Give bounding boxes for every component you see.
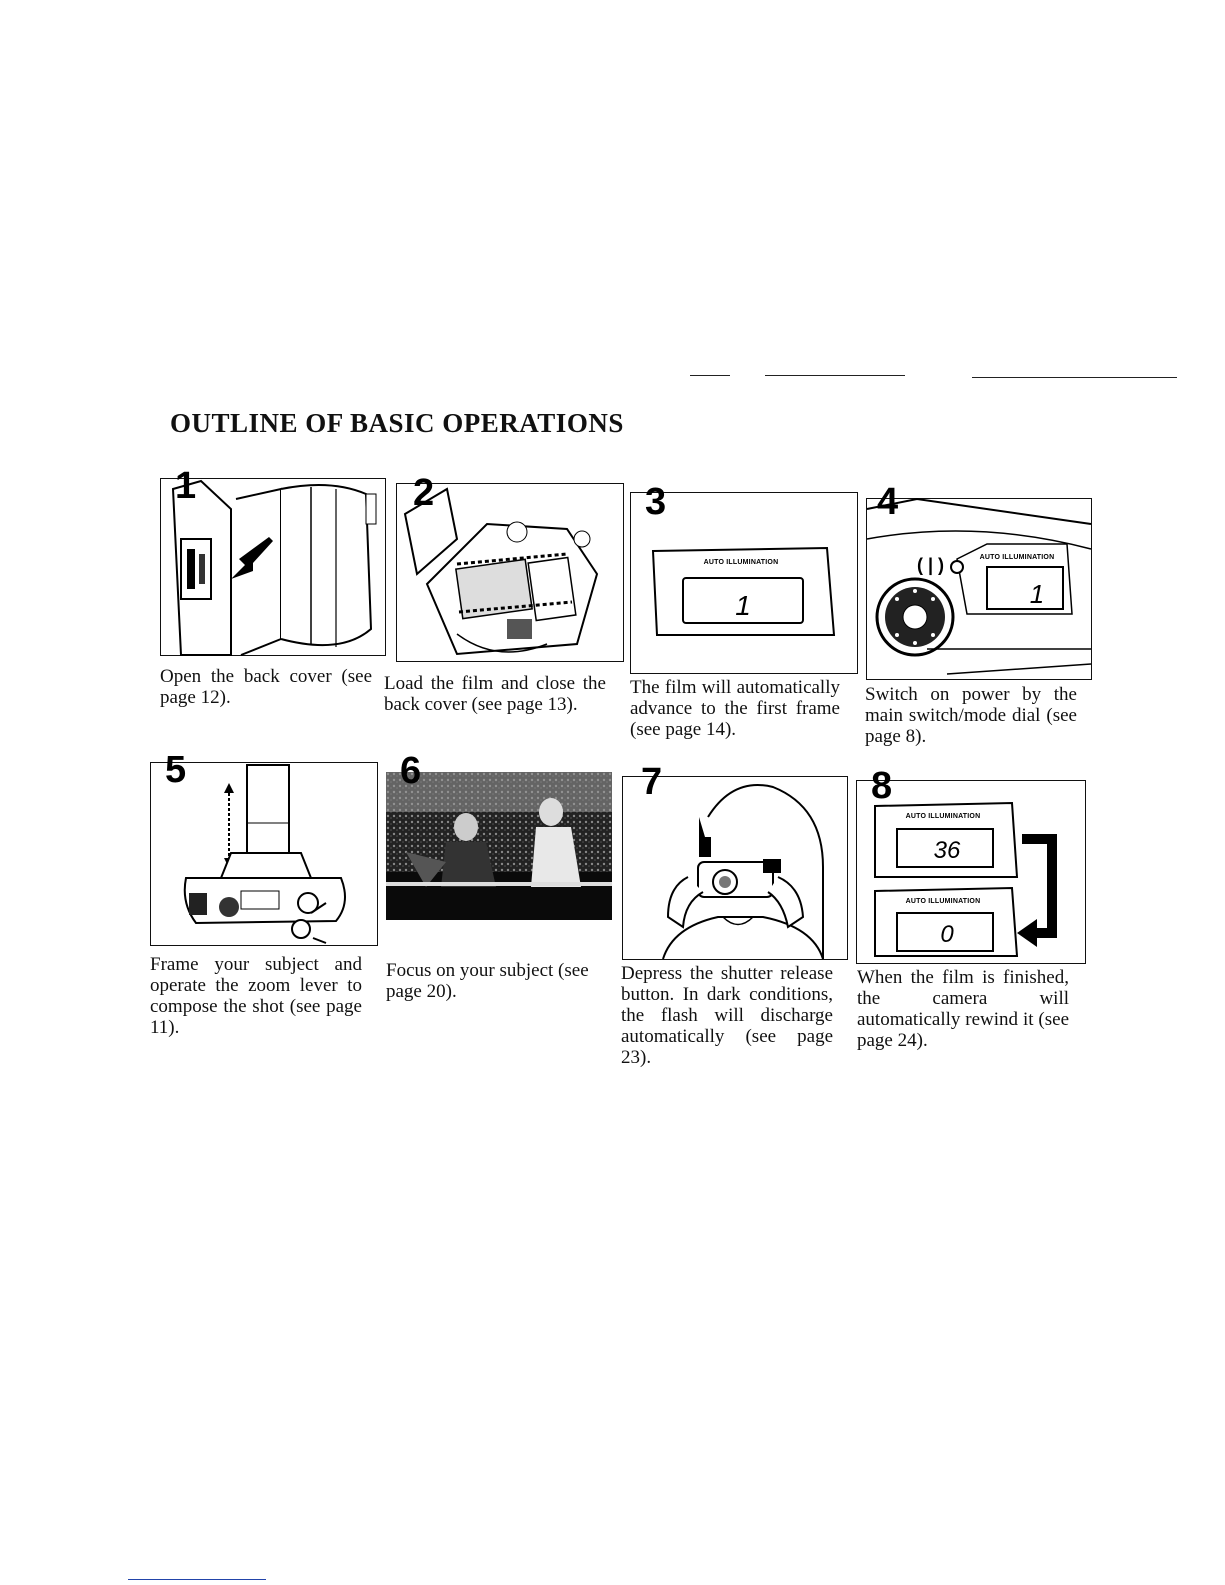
step-3-caption: The film will automatically advance to t… [630,677,840,740]
mode-dial-drawing: AUTO ILLUMINATION 1 ( | ) [867,499,1091,679]
subject-photo [386,772,612,920]
step-7-caption: Depress the shutter release button. In d… [621,963,833,1068]
press-arrow-icon [699,817,711,857]
frame-counter-top: 36 [934,837,961,864]
svg-text:( | ): ( | ) [917,555,944,575]
step-5-illustration: 5 [150,762,378,946]
step-1-illustration: 1 [160,478,386,656]
step-8-number: 8 [871,767,892,805]
step-1-caption: Open the back cover (see page 12). [160,666,372,708]
bottom-link-underline [128,1579,266,1580]
step-4-caption: Switch on power by the main switch/mode … [865,684,1077,747]
lcd-banner-text: AUTO ILLUMINATION [906,898,981,905]
step-1-number: 1 [175,467,196,505]
step-2-illustration: 2 [396,483,624,662]
arrow-icon [231,537,273,579]
frame-counter-text: 1 [735,590,751,621]
page-title: OUTLINE OF BASIC OPERATIONS [170,408,624,439]
step-6-number: 6 [400,752,421,790]
frame-counter-bottom: 0 [940,921,954,948]
step-2-number: 2 [413,474,434,512]
step-3-illustration: AUTO ILLUMINATION 1 3 [630,492,858,674]
header-rule-3 [972,377,1177,378]
step-4-number: 4 [877,483,898,521]
photographer-drawing [623,777,847,959]
step-6-photo: 6 [386,772,612,920]
step-8-caption: When the film is finished, the camera wi… [857,967,1069,1051]
lcd-banner-text: AUTO ILLUMINATION [704,559,779,566]
step-4-illustration: AUTO ILLUMINATION 1 ( | ) 4 [866,498,1092,680]
rewind-arrow-icon [1022,839,1052,933]
step-5-number: 5 [165,751,186,789]
header-rule-1 [690,375,730,376]
step-6-caption: Focus on your subject (see page 20). [386,960,601,1002]
step-7-illustration: 7 [622,776,848,960]
step-3-number: 3 [645,483,666,521]
step-2-caption: Load the film and close the back cover (… [384,673,606,715]
rewind-lcd-drawing: AUTO ILLUMINATION 36 AUTO ILLUMINATION 0 [857,781,1085,963]
lcd-banner-text: AUTO ILLUMINATION [906,813,981,820]
header-rule-2 [765,375,905,376]
step-7-number: 7 [641,763,662,801]
step-8-illustration: AUTO ILLUMINATION 36 AUTO ILLUMINATION 0… [856,780,1086,964]
lcd-banner-text: AUTO ILLUMINATION [980,554,1055,561]
frame-counter-text: 1 [1030,579,1044,609]
step-5-caption: Frame your subject and operate the zoom … [150,954,362,1038]
